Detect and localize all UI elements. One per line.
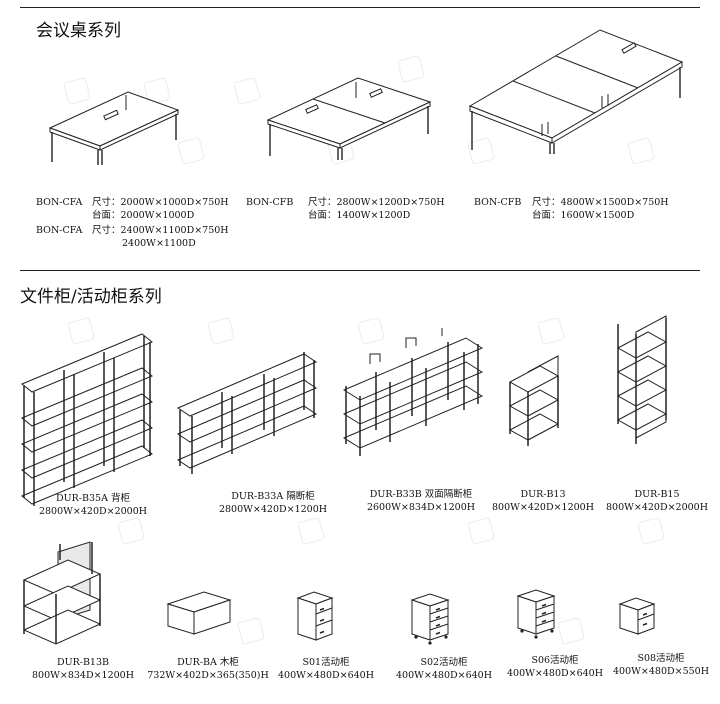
section-title-file-cabinets: 文件柜/活动柜系列 (20, 287, 162, 307)
table-model-label: BON-CFB (474, 197, 522, 208)
cabinet-name-label: DUR-B15 (634, 489, 680, 500)
pedestal-illustration-s01 (294, 588, 336, 644)
cabinet-name-label: DUR-B13 (520, 489, 566, 500)
cabinet-name-label: DUR-B33A 隔断柜 (231, 491, 315, 502)
table-top-label: 台面：2000W×1000D (92, 210, 195, 221)
cabinet-name-label: S02活动柜 (420, 657, 468, 668)
cabinet-dims-label: 2800W×420D×1200H (218, 504, 328, 515)
pedestal-illustration-s06 (514, 586, 558, 639)
table-illustration-bon-cfb-small (264, 70, 434, 160)
section-top-rule (20, 7, 700, 8)
cabinet-illustration-dur-b33b (340, 334, 488, 464)
cabinet-dims-label: 400W×480D×550H (613, 666, 709, 677)
table-top-label: 台面：1600W×1500D (532, 210, 635, 221)
cabinet-illustration-dur-b15 (614, 314, 674, 448)
table-model-label: BON-CFB (246, 197, 294, 208)
cabinet-dims-label: 400W×480D×640H (507, 668, 603, 679)
cabinet-dims-label: 800W×420D×1200H (491, 502, 595, 513)
cabinet-name-label: S06活动柜 (531, 655, 579, 666)
table-size-label: 尺寸：2400W×1100D×750H (92, 225, 229, 236)
table-model-label: BON-CFA (36, 225, 83, 236)
cabinet-dims-label: 2800W×420D×2000H (38, 506, 148, 517)
section-divider-rule (20, 270, 700, 271)
table-model-label: BON-CFA (36, 197, 83, 208)
cabinet-illustration-dur-b13b (20, 538, 106, 644)
cabinet-illustration-dur-b13 (506, 354, 566, 450)
cabinet-illustration-dur-b35a (18, 330, 158, 510)
table-illustration-bon-cfa (44, 88, 184, 168)
cabinet-dims-label: 400W×480D×640H (278, 670, 374, 681)
cabinet-name-label: DUR-B13B (56, 657, 110, 668)
cabinet-dims-label: 2600W×834D×1200H (366, 502, 476, 513)
cabinet-name-label: S01活动柜 (302, 657, 350, 668)
cabinet-dims-label: 400W×480D×640H (396, 670, 492, 681)
table-size-label: 尺寸：2800W×1200D×750H (308, 197, 445, 208)
cabinet-dims-label: 800W×420D×2000H (605, 502, 709, 513)
pedestal-illustration-s02 (408, 590, 452, 645)
cabinet-name-label: S08活动柜 (637, 653, 685, 664)
cabinet-name-label: DUR-B33B 双面隔断柜 (369, 489, 473, 500)
table-top-label: 2400W×1100D (122, 238, 196, 249)
cabinet-illustration-dur-ba (164, 588, 234, 638)
cabinet-dims-label: 732W×402D×365(350)H (147, 670, 269, 681)
cabinet-name-label: DUR-B35A 背柜 (56, 493, 130, 504)
cabinet-dims-label: 800W×834D×1200H (31, 670, 135, 681)
table-illustration-bon-cfb-large (466, 24, 686, 154)
table-size-label: 尺寸：2000W×1000D×750H (92, 197, 229, 208)
cabinet-illustration-dur-b33a (174, 334, 324, 484)
section-title-conference-tables: 会议桌系列 (36, 21, 121, 41)
table-top-label: 台面：1400W×1200D (308, 210, 411, 221)
cabinet-name-label: DUR-BA 木柜 (177, 657, 239, 668)
pedestal-illustration-s08 (616, 594, 658, 640)
table-size-label: 尺寸：4800W×1500D×750H (532, 197, 669, 208)
